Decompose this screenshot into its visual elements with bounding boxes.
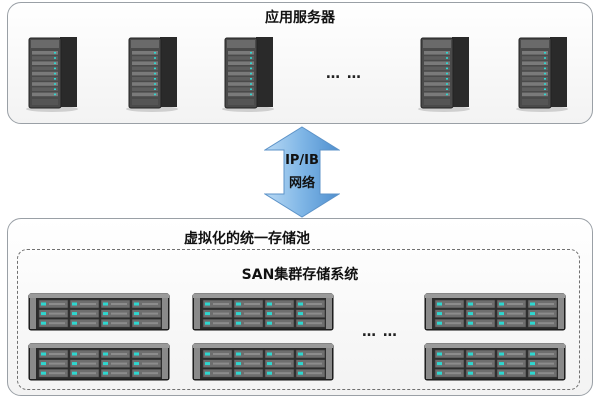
storage-pool-title: 虚拟化的统一存储池 xyxy=(184,231,310,247)
application-servers-panel xyxy=(7,2,593,124)
tower-server-icon xyxy=(222,37,274,112)
storage-ellipsis: … … xyxy=(362,324,398,340)
san-cluster-container xyxy=(17,249,580,390)
network-label-protocol: IP/IB xyxy=(285,153,319,168)
application-servers-title: 应用服务器 xyxy=(265,10,335,26)
tower-server-icon xyxy=(418,37,470,112)
rack-storage-icon xyxy=(424,343,566,381)
servers-ellipsis: … … xyxy=(326,66,362,82)
tower-server-icon xyxy=(516,37,568,112)
san-cluster-title: SAN集群存储系统 xyxy=(241,267,359,283)
rack-storage-icon xyxy=(192,343,334,381)
rack-storage-icon xyxy=(192,293,334,331)
tower-server-icon xyxy=(126,37,178,112)
tower-server-icon xyxy=(26,37,78,112)
bidirectional-network-arrow xyxy=(264,126,340,218)
rack-storage-icon xyxy=(424,293,566,331)
rack-storage-icon xyxy=(28,293,170,331)
rack-storage-icon xyxy=(28,343,170,381)
network-label-text: 网络 xyxy=(288,176,315,191)
